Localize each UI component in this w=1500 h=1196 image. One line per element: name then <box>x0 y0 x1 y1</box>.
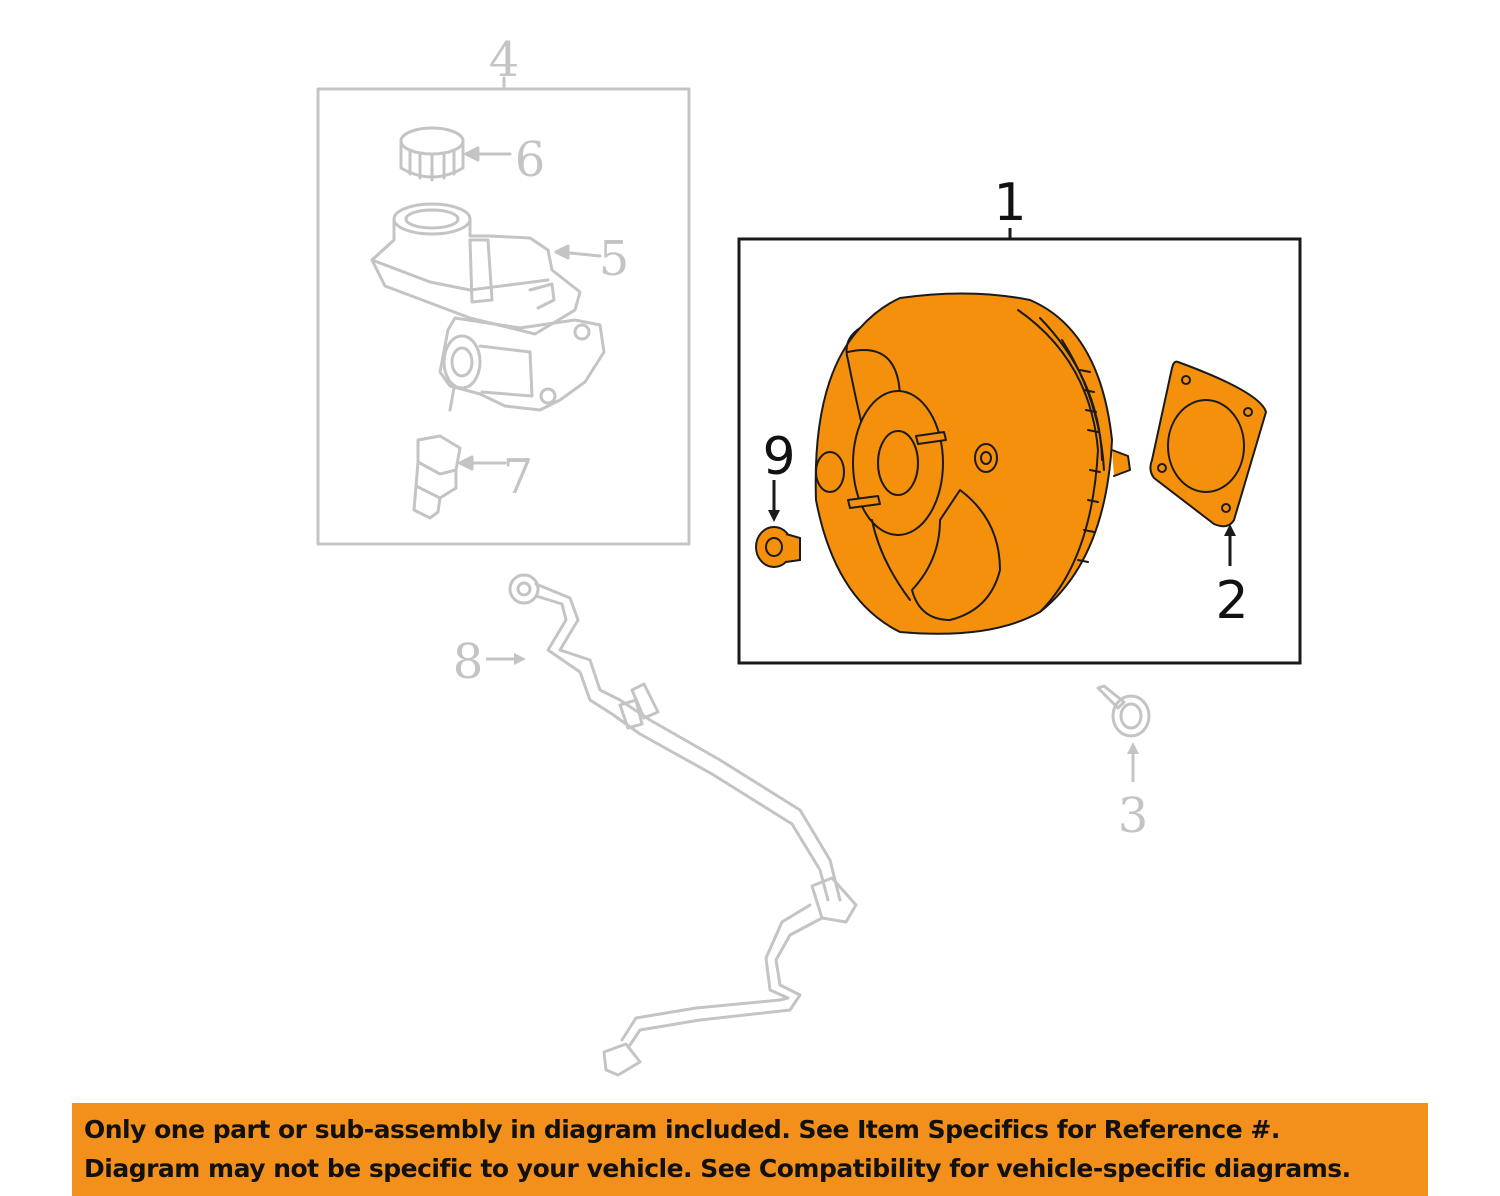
brake-booster-icon <box>814 292 1131 635</box>
callout-9: 9 <box>762 427 795 487</box>
master-cylinder-body-icon <box>438 316 606 412</box>
vacuum-hose-icon <box>508 573 858 1077</box>
arrow-6 <box>464 146 480 162</box>
grommet-icon <box>755 526 801 568</box>
arrow-3 <box>1127 742 1139 754</box>
arrow-5 <box>554 244 570 260</box>
callout-2: 2 <box>1215 571 1248 631</box>
sensor-icon <box>412 434 462 520</box>
disclaimer-line-1: Only one part or sub-assembly in diagram… <box>84 1115 1280 1144</box>
callout-1: 1 <box>993 173 1026 233</box>
reservoir-cap-icon <box>399 126 465 182</box>
callout-8: 8 <box>453 634 484 690</box>
callout-4: 4 <box>489 32 520 88</box>
gasket-icon <box>1149 360 1267 528</box>
arrow-2 <box>1224 524 1236 536</box>
arrow-9 <box>768 510 780 522</box>
booster-assembly-frame <box>737 228 1302 665</box>
disclaimer-line-2: Diagram may not be specific to your vehi… <box>84 1154 1351 1183</box>
arrow-7 <box>458 455 474 471</box>
parts-diagram: 1 2 3 4 5 6 7 8 9 <box>316 32 1302 1077</box>
disclaimer-banner: Only one part or sub-assembly in diagram… <box>72 1103 1428 1196</box>
callout-7: 7 <box>503 449 534 505</box>
reservoir-icon <box>370 202 582 336</box>
arrow-8 <box>514 653 526 665</box>
bolt-icon <box>1096 684 1151 738</box>
callout-5: 5 <box>599 231 630 287</box>
callout-3: 3 <box>1118 788 1149 844</box>
master-cylinder-group <box>316 76 691 546</box>
callout-6: 6 <box>515 132 546 188</box>
